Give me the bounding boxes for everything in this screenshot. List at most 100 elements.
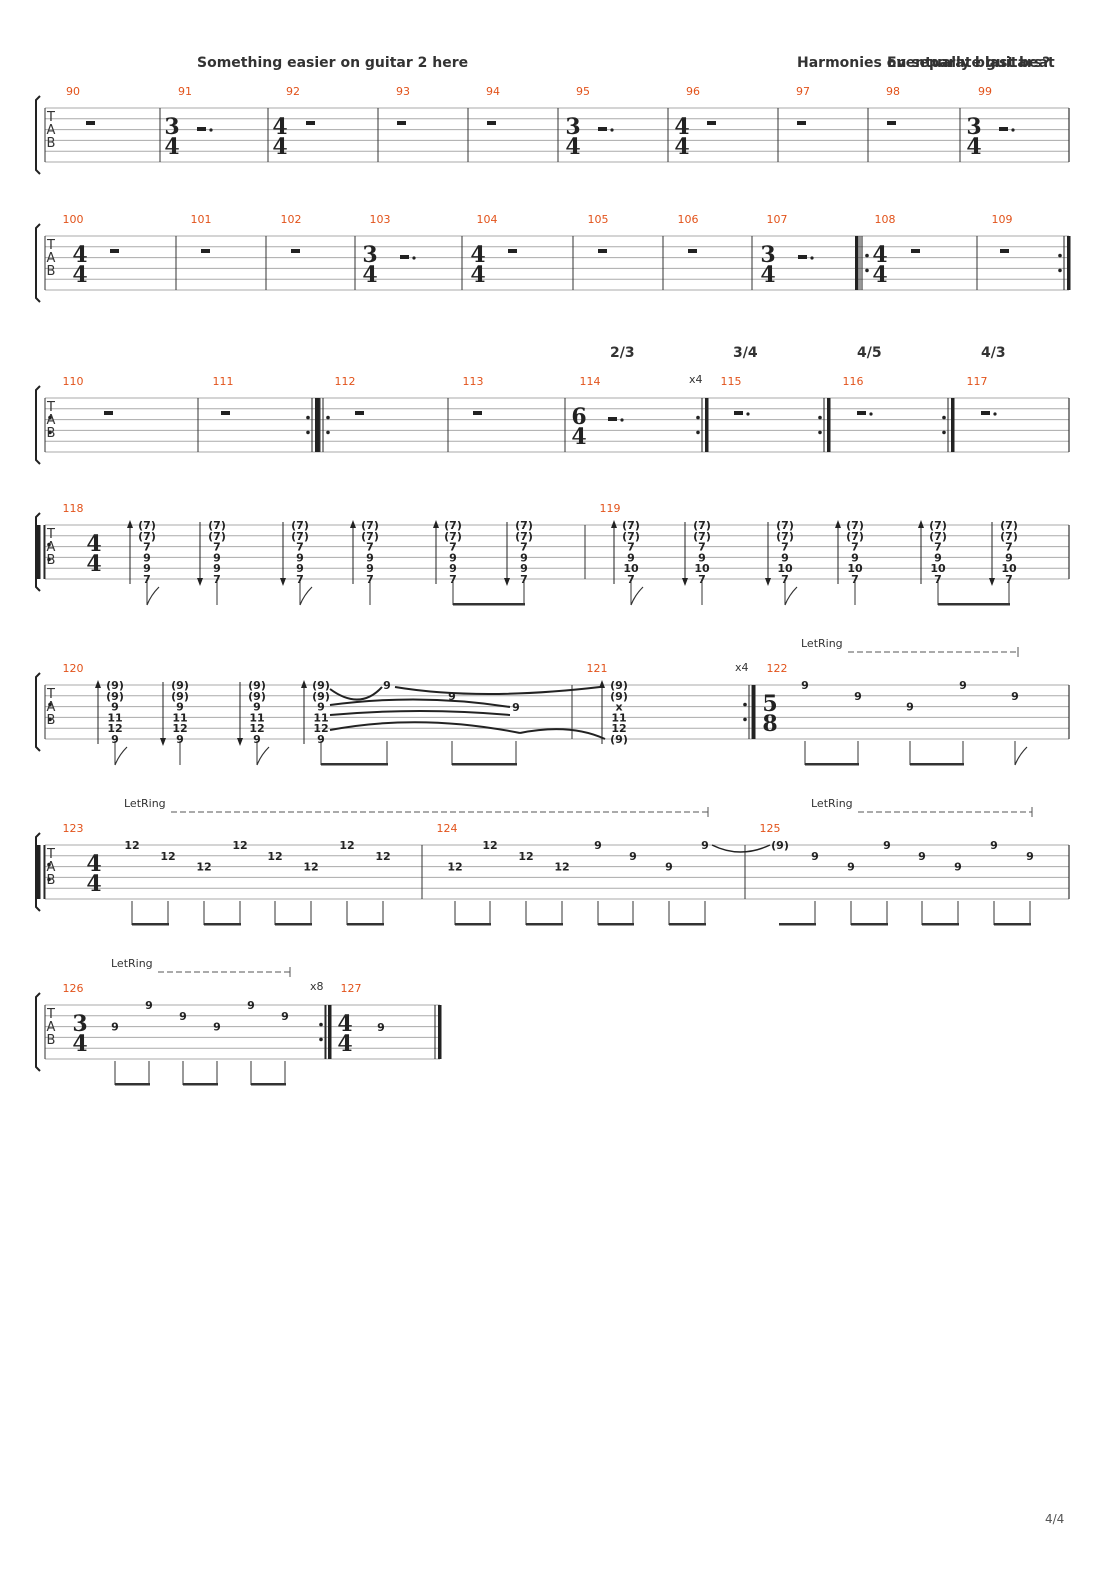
chord-note: 10 [623,562,639,575]
chord-note: 9 [449,551,457,564]
repeat-count-x8: x8 [310,980,324,993]
single-note: 9 [811,850,819,863]
ts-bottom: 4 [674,134,689,160]
downstroke-arrow [237,682,243,746]
measure-number: 122 [767,662,788,675]
single-note: (9) [771,839,789,852]
repeat-dot [47,557,51,562]
chord-note: 7 [143,541,151,554]
chord-label-1: 2/3 [610,345,635,361]
thick-bar [316,398,320,452]
chord-note: 7 [934,573,942,586]
rest [707,121,716,125]
chord-note: 7 [296,573,304,586]
measure-number: 118 [63,502,84,515]
tab-clef-letter: A [47,123,56,138]
tab-clef-letter: T [46,687,55,702]
repeat-end [743,685,756,739]
rest-block [981,411,990,415]
measure-number: 112 [335,375,356,388]
measure-number: 108 [875,213,896,226]
chord-note: 9 [253,701,261,714]
ts-bottom: 4 [571,424,586,450]
single-note: 9 [954,861,962,874]
tab-clef-letter: A [47,540,56,555]
rest [598,249,607,253]
chord-note: (9) [248,690,266,703]
repeat-dot [326,430,330,435]
single-note: 12 [447,861,462,874]
single-note: 12 [303,861,318,874]
chord-note: (7) [622,530,640,543]
system-bracket [35,512,41,592]
repeat-count-x4b: x4 [735,661,749,674]
chord-note: 9 [317,701,325,714]
annotation-blast-beat: Eventually blast beat [887,55,1055,71]
chord-note: (7) [693,530,711,543]
beam [132,923,169,926]
rest [397,121,406,125]
upstroke-arrow [95,680,101,744]
rest-dot [993,412,997,416]
repeat-dot [48,415,52,420]
repeat-start [37,845,51,899]
time-signature: 44 [272,114,287,160]
tie [329,710,511,716]
chord-note: 10 [777,562,793,575]
repeat-dot [818,415,822,420]
chord-note: 10 [847,562,863,575]
thick-bar [37,525,41,579]
measure-number: 120 [63,662,84,675]
ts-top: 3 [164,114,179,140]
beam [922,923,959,926]
chord-note: 12 [107,722,122,735]
single-note: 9 [701,839,709,852]
time-signature: 34 [164,114,179,160]
rest [104,411,113,415]
chord-note: 9 [296,562,304,575]
ts-top: 4 [272,114,287,140]
chord-note: 9 [366,551,374,564]
arrow-head [989,578,995,586]
time-signature: 44 [674,114,689,160]
rest-block [999,127,1008,131]
rest-block [110,249,119,253]
rest-block [473,411,482,415]
rest [1000,249,1009,253]
tie [519,728,606,740]
rest-dot [610,128,614,132]
ts-bottom: 4 [337,1031,352,1057]
rest [598,127,614,132]
rest-block [487,121,496,125]
let-ring-3: LetRing [811,797,853,810]
chord-note: 9 [520,551,528,564]
tab-clef-letter: B [47,873,56,888]
repeat-dot [47,542,51,547]
rest [197,127,213,132]
tie [711,844,771,853]
chord-note: 9 [213,551,221,564]
thick-bar [855,236,859,290]
rest [797,121,806,125]
measure-number: 127 [341,982,362,995]
beam [805,763,859,766]
measure-number: 117 [967,375,988,388]
final-barline [434,1005,442,1059]
chord-note: (7) [208,519,226,532]
rest-block [857,411,866,415]
chord-note: (7) [515,519,533,532]
arrow-head [350,520,356,528]
chord-note: 7 [520,541,528,554]
arrow-head [160,738,166,746]
measure-number: 111 [213,375,234,388]
single-note: 9 [1026,850,1034,863]
repeat-dot [743,702,747,707]
ts-top: 3 [362,242,377,268]
ts-bottom: 4 [86,871,101,897]
repeat-dot [48,702,52,707]
